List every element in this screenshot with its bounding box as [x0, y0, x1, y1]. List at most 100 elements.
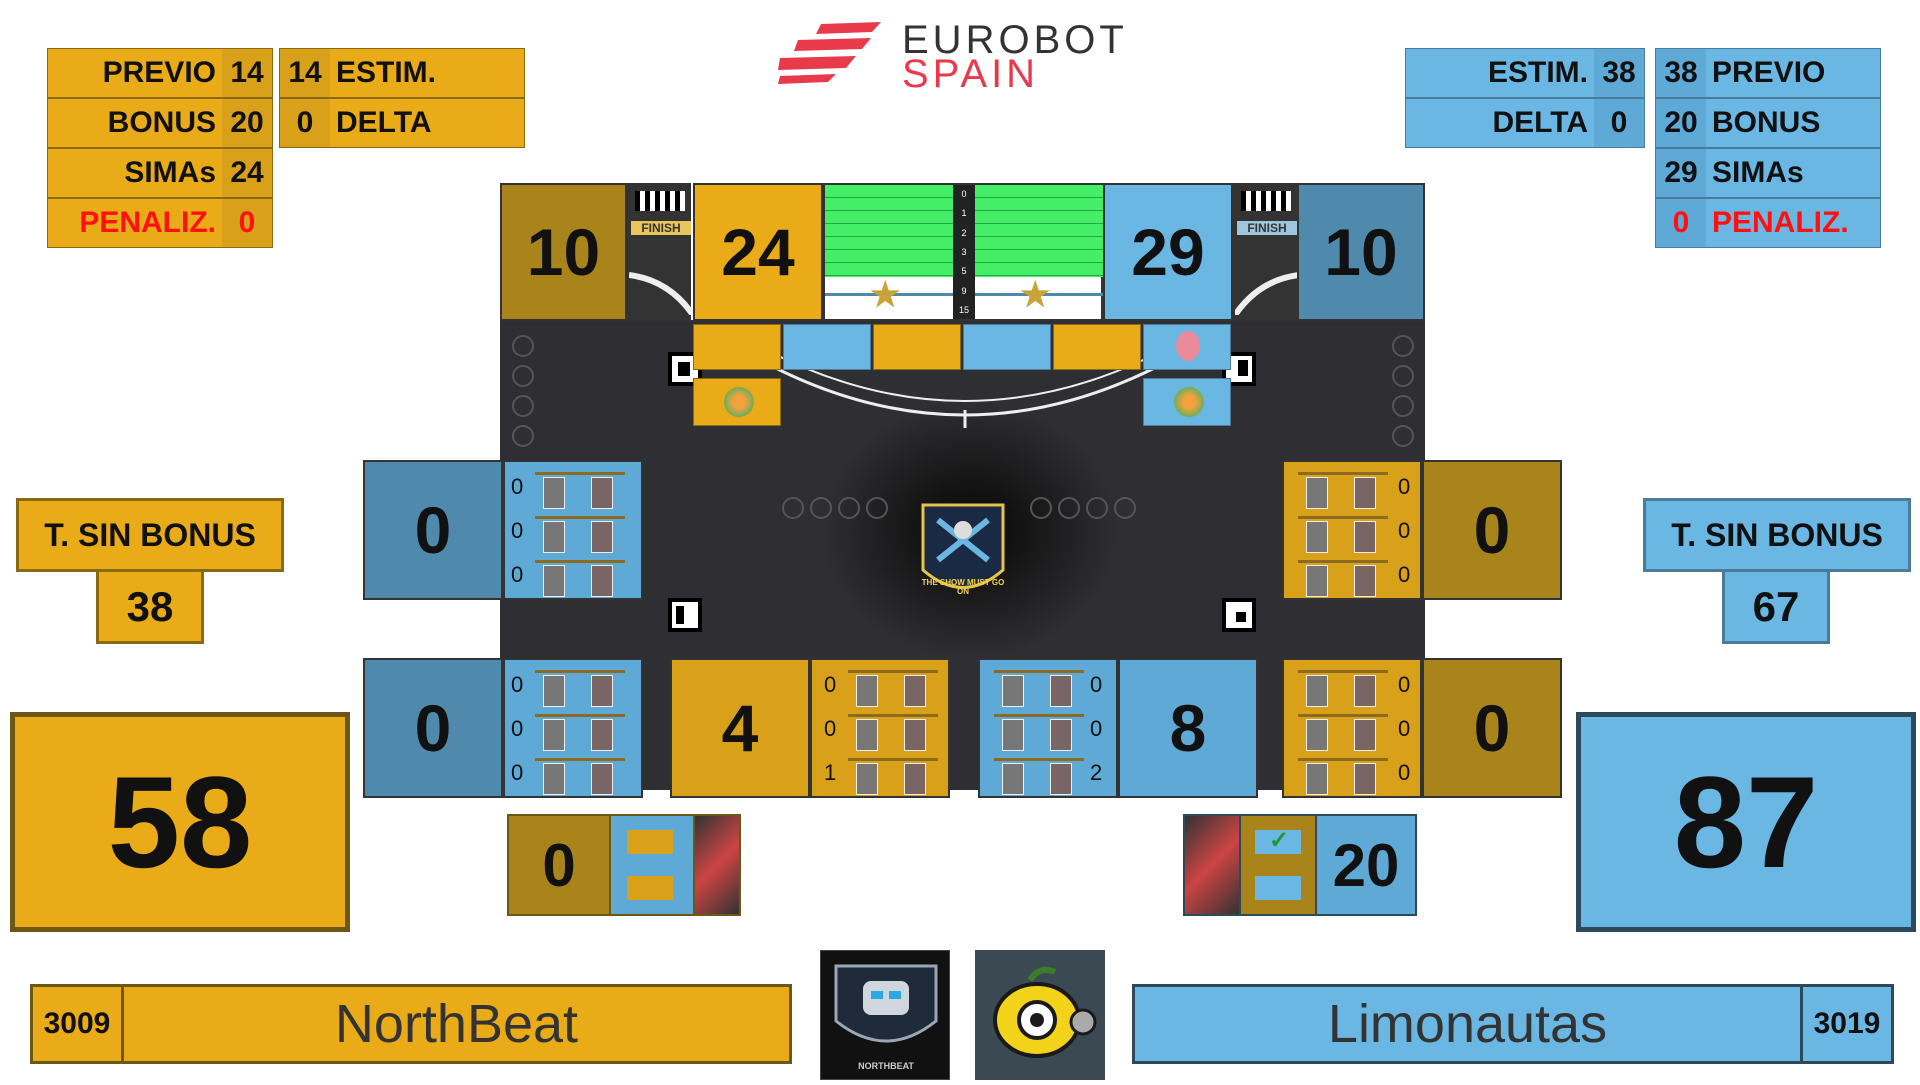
eurobot-swoosh-icon: [778, 22, 881, 84]
yellow-zone-bot-stacks: 0 0 0: [503, 658, 643, 798]
yellow-zone-bot-score: 0: [363, 658, 503, 798]
field-marker: [810, 497, 832, 519]
slot: ✓: [1255, 827, 1301, 854]
yellow-finish-zone: FINISH: [627, 183, 693, 321]
yellow-team-name: NorthBeat: [334, 994, 579, 1054]
stack-count: 0: [1398, 716, 1411, 741]
yellow-team-number: 3009: [33, 987, 124, 1061]
slot: [627, 830, 673, 854]
field-marker: [1392, 395, 1414, 417]
stat-label: PREVIO: [1712, 56, 1826, 89]
stack-icon: [1298, 670, 1388, 709]
blue-sima-score: 29: [1103, 183, 1233, 321]
northbeat-avatar: NORTHBEAT: [820, 950, 950, 1080]
stack-count: 0: [1090, 716, 1103, 741]
stat-label: BONUS: [107, 106, 216, 139]
stack-icon: [848, 758, 938, 797]
star-icon: ★: [1020, 276, 1051, 314]
finish-label: FINISH: [631, 221, 691, 235]
stack-count: 0: [1398, 518, 1411, 543]
limonautas-avatar: [975, 950, 1105, 1080]
sima-tile-flowers: [693, 378, 781, 426]
eurobot-logo: EUROBOT SPAIN: [776, 18, 1156, 96]
blue-total-score: 87: [1576, 712, 1916, 932]
ladder-right-green: [975, 185, 1103, 277]
ladder-tick: 9: [961, 285, 967, 296]
stack-icon: [535, 714, 625, 753]
stack-icon: [535, 472, 625, 511]
blue-sin-bonus-label: T. SIN BONUS: [1643, 498, 1911, 572]
yellow-zone-mid-stacks: 0 0 0: [503, 460, 643, 600]
blue-small-score: 20: [1332, 831, 1400, 899]
stack-icon: [1298, 516, 1388, 555]
sima-tile: [1143, 324, 1231, 370]
stack-icon: [848, 714, 938, 753]
yellow-zone-center-stacks: 0 0 1: [810, 658, 950, 798]
stack-icon: [994, 714, 1084, 753]
stat-label: DELTA: [336, 106, 432, 139]
blue-stat-row: DELTA 0: [1405, 98, 1645, 148]
stat-label: SIMAs: [1712, 156, 1804, 189]
stack-count: 0: [511, 474, 524, 499]
slot: [627, 876, 673, 900]
stack-count: 0: [824, 672, 837, 697]
field-marker: [782, 497, 804, 519]
score-ladder: ★ ★ 0 1 2 3 5 9 15: [823, 183, 1103, 321]
ladder-right-line: [975, 293, 1103, 296]
stat-label: PENALIZ.: [1712, 206, 1849, 239]
sima-tile-flowers: [1143, 378, 1231, 426]
stack-count: 0: [511, 518, 524, 543]
field-marker: [1392, 425, 1414, 447]
ladder-tick: 0: [961, 189, 967, 199]
check-icon: ✓: [1269, 827, 1290, 854]
stack-count: 0: [1398, 562, 1411, 587]
stack-icon: [994, 758, 1084, 797]
field-marker: [512, 365, 534, 387]
finish-label: FINISH: [1237, 221, 1297, 235]
field-marker: [1114, 497, 1136, 519]
stack-count: 0: [511, 716, 524, 741]
stat-label: PREVIO: [102, 56, 216, 89]
ladder-ticks: 0 1 2 3 5 9 15: [953, 185, 975, 319]
stat-value: 38: [1656, 49, 1706, 97]
ladder-left-green: [825, 185, 953, 277]
center-badge-icon: THE SHOW MUST GO ON: [918, 500, 1008, 606]
blue-zone-mid-score: 0: [1422, 460, 1562, 600]
checkered-flag-icon: [1241, 191, 1291, 211]
robot-shield-icon: [834, 964, 938, 1043]
stat-value: 0: [1594, 99, 1644, 147]
ladder-tick: 5: [961, 266, 967, 277]
stack-icon: [535, 758, 625, 797]
stack-icon: [535, 670, 625, 709]
avatar-text: NORTHBEAT: [858, 1061, 914, 1071]
stat-value: 14: [280, 49, 330, 97]
yellow-small-slots: [609, 816, 693, 914]
blue-small-slots: ✓: [1241, 816, 1317, 914]
stat-value: 29: [1656, 149, 1706, 197]
blue-stat-row: 0 PENALIZ.: [1655, 198, 1881, 248]
yellow-stats-right: 14 ESTIM. 0 DELTA: [279, 48, 525, 148]
blue-small-panel: ✓ 20: [1183, 814, 1417, 916]
sima-tile: [783, 324, 871, 370]
field-marker: [1030, 497, 1052, 519]
stat-value: 0: [1656, 199, 1706, 247]
yellow-zone-center-score: 4: [670, 658, 810, 798]
ladder-tick: 3: [961, 246, 967, 257]
sima-tile: [873, 324, 961, 370]
stack-icon: [1298, 714, 1388, 753]
stat-value: 14: [222, 49, 272, 97]
flower-icon: [724, 387, 754, 417]
stat-value: 24: [222, 149, 272, 197]
field-marker: [512, 335, 534, 357]
stat-value: 38: [1594, 49, 1644, 97]
logo-line2: SPAIN: [902, 52, 1040, 96]
stack-count: 0: [1398, 672, 1411, 697]
yellow-stat-row: PENALIZ. 0: [47, 198, 273, 248]
blue-finish-zone: FINISH: [1233, 183, 1299, 321]
stack-count: 0: [511, 562, 524, 587]
ladder-tick: 1: [961, 208, 967, 219]
blue-zone-mid-stacks: 0 0 0: [1282, 460, 1422, 600]
stat-value: 0: [280, 99, 330, 147]
blue-stat-row: ESTIM. 38: [1405, 48, 1645, 98]
stat-label: BONUS: [1712, 106, 1821, 139]
